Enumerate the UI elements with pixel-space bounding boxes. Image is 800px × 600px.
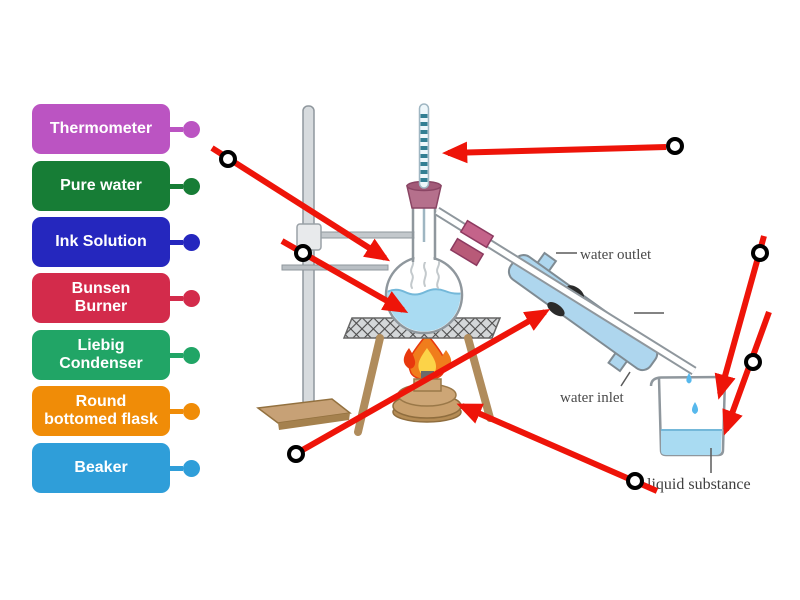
label-text: Burner	[74, 298, 128, 315]
target-marker-thermometer[interactable]	[666, 137, 684, 155]
arrow-to-flask	[210, 145, 391, 262]
label-liebig-condenser[interactable]: Liebig Condenser	[32, 330, 200, 380]
arrow-to-burner	[456, 403, 659, 494]
spirit-burner	[392, 371, 462, 423]
beaker-liquid	[661, 430, 722, 455]
label-knob[interactable]	[183, 459, 200, 477]
target-marker-beaker[interactable]	[751, 244, 769, 262]
liquid-substance-caption: liquid substance	[647, 476, 751, 493]
condenser-clip-bottom	[547, 302, 565, 317]
drip-2	[691, 402, 699, 414]
label-text: Pure water	[60, 177, 142, 195]
beaker	[649, 373, 727, 457]
water-inlet-pointer	[620, 371, 631, 387]
beaker-rim	[649, 375, 726, 387]
label-knob[interactable]	[183, 346, 200, 364]
label-stem	[169, 295, 183, 301]
label-stem	[169, 183, 183, 189]
drop-targets	[219, 137, 769, 490]
target-marker-burner[interactable]	[626, 472, 644, 490]
target-marker-beaker-liquid[interactable]	[744, 353, 762, 371]
label-beaker[interactable]: Beaker	[32, 443, 200, 493]
label-text: bottomed flask	[44, 411, 158, 428]
label-text: Ink Solution	[55, 233, 147, 251]
label-stem	[169, 126, 183, 132]
stand-base-edge	[278, 413, 350, 430]
label-round-bottomed-flask[interactable]: Round bottomed flask	[32, 386, 200, 436]
arrow-to-beaker	[714, 235, 767, 400]
thermometer-scale	[420, 114, 428, 182]
label-knob[interactable]	[183, 233, 200, 251]
label-stem	[169, 408, 183, 414]
label-knob[interactable]	[183, 289, 200, 307]
arrow-to-beaker-liquid	[722, 310, 772, 436]
arrow-to-condenser	[297, 309, 551, 455]
label-text: Bunsen	[71, 280, 131, 298]
label-knob[interactable]	[183, 402, 200, 420]
target-marker-flask[interactable]	[219, 150, 237, 168]
retort-stand	[256, 105, 420, 430]
stopper-and-thermometer	[406, 103, 442, 242]
label-ink-solution[interactable]: Ink Solution	[32, 217, 200, 267]
label-text: Thermometer	[49, 120, 153, 138]
liebig-condenser	[434, 206, 697, 376]
label-stem	[169, 352, 183, 358]
label-knob[interactable]	[183, 177, 200, 195]
arrow-to-thermometer	[442, 141, 667, 164]
diagram-captions: water outlet water inlet liquid substanc…	[556, 247, 751, 493]
label-text: Round	[75, 393, 127, 411]
label-knob[interactable]	[183, 120, 200, 138]
target-marker-flask-liquid[interactable]	[294, 244, 312, 262]
label-bunsen-burner[interactable]: Bunsen Burner	[32, 273, 200, 323]
joint-clip-lower	[449, 237, 485, 267]
label-text: Beaker	[74, 459, 128, 477]
drip-1	[686, 373, 692, 384]
water-outlet-caption: water outlet	[580, 247, 652, 263]
water-inlet-caption: water inlet	[560, 390, 625, 406]
target-marker-condenser[interactable]	[287, 445, 305, 463]
joint-clip-upper	[459, 219, 495, 249]
label-stem	[169, 465, 183, 471]
label-pure-water[interactable]: Pure water	[32, 161, 200, 211]
label-thermometer[interactable]: Thermometer	[32, 104, 200, 154]
label-stem	[169, 239, 183, 245]
label-text: Condenser	[59, 355, 143, 372]
label-text: Liebig	[77, 337, 125, 355]
